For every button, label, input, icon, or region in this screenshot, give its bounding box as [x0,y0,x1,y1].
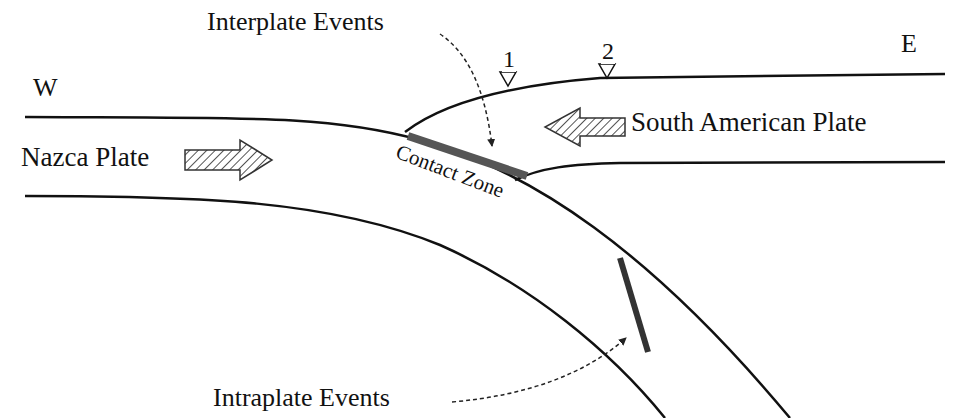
direction-label: W [32,74,59,103]
callout-number: 1 [502,46,516,72]
south-american-bottom-line [515,162,945,180]
callout-text: Intraplate Events [212,384,391,413]
station-triangle [599,64,615,78]
leader-line [452,338,626,402]
callout-number: 2 [601,38,615,64]
nazca-bottom-line [25,196,665,418]
motion-arrow [185,140,272,180]
station-triangle [500,72,516,86]
callout-text: Interplate Events [206,8,385,37]
direction-label: E [900,30,918,59]
leader-line [440,34,492,146]
motion-arrow [545,108,625,146]
plate-name: Nazca Plate [20,143,150,173]
plate-name: South American Plate [630,108,867,138]
intraplate-bar [620,258,648,352]
